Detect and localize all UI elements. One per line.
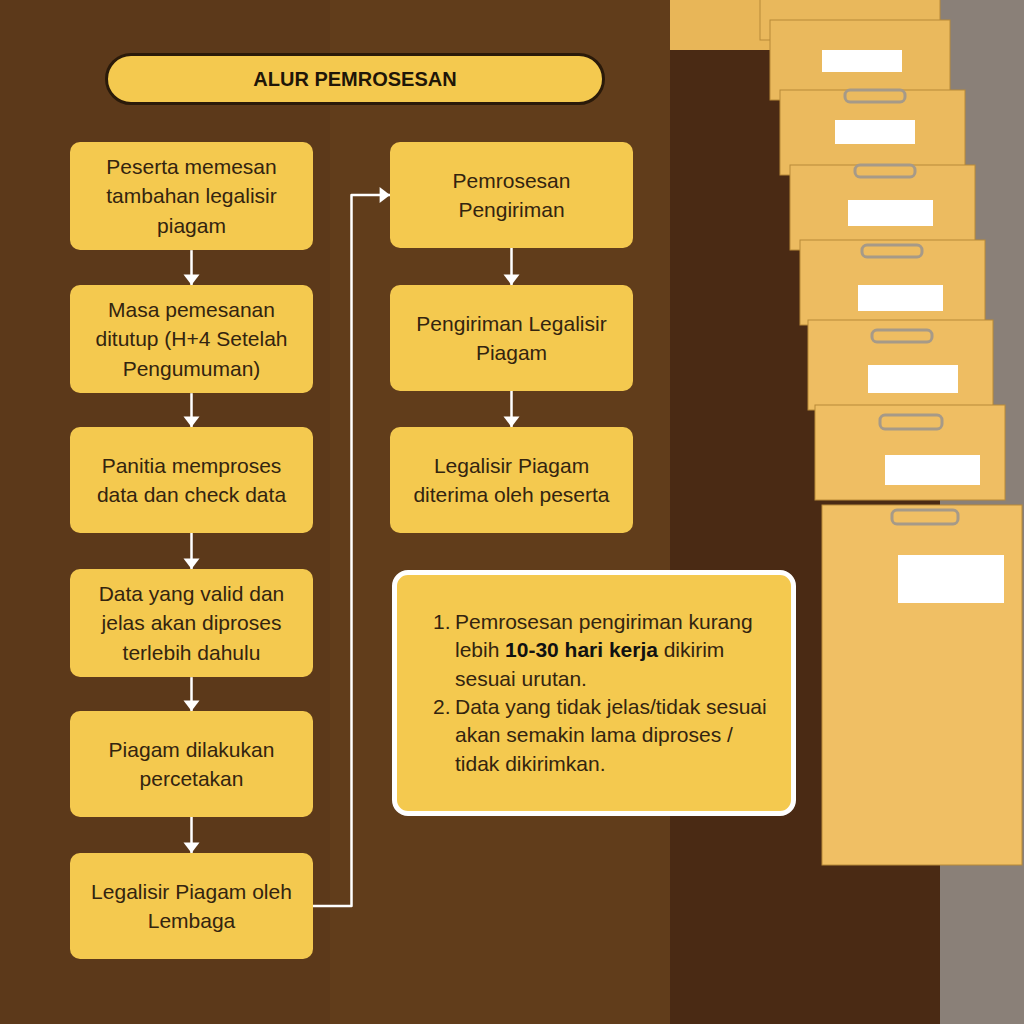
- flow-arrow: [184, 250, 200, 285]
- node-text: Peserta memesan tambahan legalisir piaga…: [82, 152, 301, 240]
- flow-arrow: [184, 393, 200, 427]
- diagram-title: ALUR PEMROSESAN: [253, 68, 456, 91]
- note-item: 1.Pemrosesan pengiriman kurang lebih10-3…: [433, 608, 769, 693]
- node-text: Pengiriman Legalisir Piagam: [402, 309, 621, 368]
- flow-arrow: [504, 248, 520, 285]
- process-box: Peserta memesan tambahan legalisir piaga…: [70, 142, 313, 250]
- node-text: Data yang tidak jelas/tidak sesuai akan …: [455, 695, 767, 775]
- flow-arrow: [313, 187, 390, 906]
- flow-arrow: [184, 817, 200, 853]
- dark-overlay: [0, 0, 670, 1024]
- process-box: Piagam dilakukan percetakan: [70, 711, 313, 817]
- process-box: Panitia memproses data dan check data: [70, 427, 313, 533]
- process-box: Masa pemesanan ditutup (H+4 Setelah Peng…: [70, 285, 313, 393]
- flow-arrow: [184, 677, 200, 711]
- node-text: Masa pemesanan ditutup (H+4 Setelah Peng…: [82, 295, 301, 383]
- node-text: Legalisir Piagam oleh Lembaga: [82, 877, 301, 936]
- node-text: 1.: [433, 608, 455, 693]
- node-text: Pemrosesan Pengiriman: [402, 166, 621, 225]
- node-text: Data yang valid dan jelas akan diproses …: [82, 579, 301, 667]
- process-box: Pemrosesan Pengiriman: [390, 142, 633, 248]
- node-text: Piagam dilakukan percetakan: [82, 735, 301, 794]
- overlay-band: [330, 0, 670, 1024]
- note-body: Data yang tidak jelas/tidak sesuai akan …: [455, 693, 769, 778]
- note-item: 2.Data yang tidak jelas/tidak sesuai aka…: [433, 693, 769, 778]
- process-box: Legalisir Piagam oleh Lembaga: [70, 853, 313, 959]
- flow-arrow: [504, 391, 520, 427]
- title-pill: ALUR PEMROSESAN: [105, 53, 605, 105]
- flow-arrow: [184, 533, 200, 569]
- process-box: Data yang valid dan jelas akan diproses …: [70, 569, 313, 677]
- node-text: Panitia memproses data dan check data: [82, 451, 301, 510]
- node-text: 10-30 hari kerja: [505, 638, 658, 661]
- process-box: Legalisir Piagam diterima oleh peserta: [390, 427, 633, 533]
- process-box: Pengiriman Legalisir Piagam: [390, 285, 633, 391]
- note-body: Pemrosesan pengiriman kurang lebih10-30 …: [455, 608, 769, 693]
- node-text: 2.: [433, 693, 455, 778]
- note-box: 1.Pemrosesan pengiriman kurang lebih10-3…: [392, 570, 796, 816]
- node-text: Legalisir Piagam diterima oleh peserta: [402, 451, 621, 510]
